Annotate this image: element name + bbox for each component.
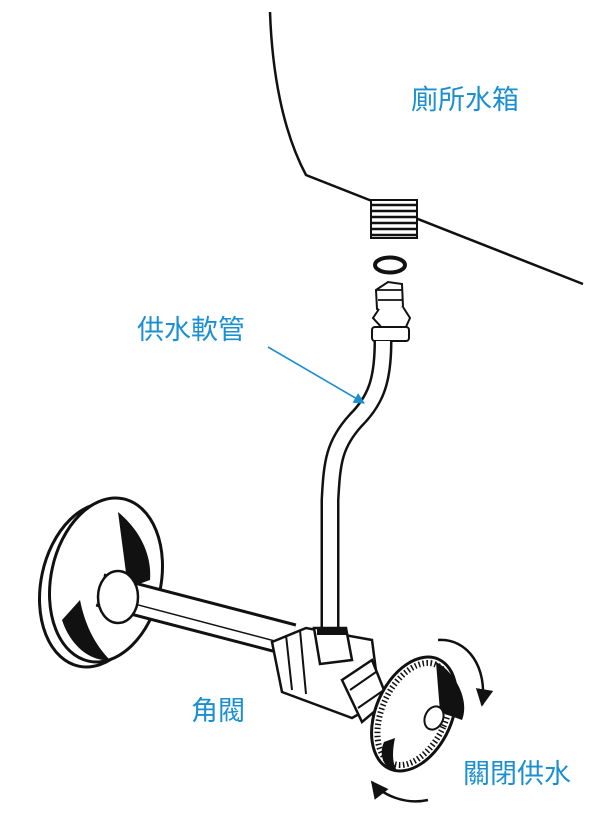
angle-valve-label: 角閥 xyxy=(191,696,245,727)
tank-inlet-thread xyxy=(370,199,418,239)
supply-hose-label: 供水軟管 xyxy=(137,315,245,346)
hose-pointer-line xyxy=(267,346,365,404)
valve-handle xyxy=(370,655,465,773)
toilet-tank xyxy=(268,11,584,286)
wall-flange xyxy=(38,496,164,669)
stub-pipe xyxy=(95,569,297,657)
supply-hose xyxy=(320,340,393,628)
hose-coupling-nut xyxy=(371,280,412,342)
toilet-tank-label: 廁所水箱 xyxy=(411,85,519,116)
angle-valve-body xyxy=(270,626,390,725)
rotation-arrows xyxy=(370,638,494,803)
shut-off-supply-label: 關閉供水 xyxy=(463,759,571,790)
washer xyxy=(373,255,407,275)
